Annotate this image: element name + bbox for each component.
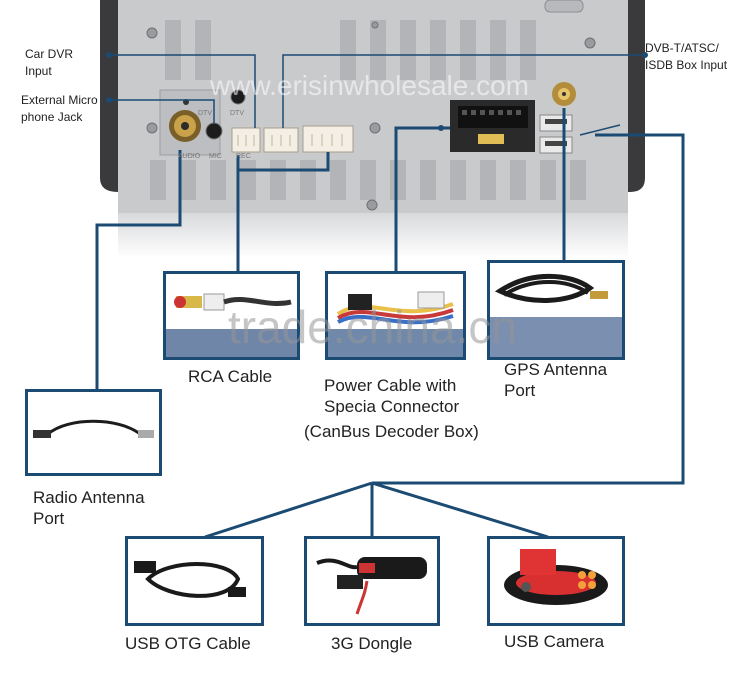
gps-antenna-box [487,260,625,360]
panel-ribs [150,20,586,200]
panel-label-dtv2: DTV [230,110,244,117]
panel-label-mic: MIC [209,153,222,160]
caption-usb-otg: USB OTG Cable [125,634,251,653]
power-cable-image [328,291,463,357]
panel-label-dtv1: DTV [198,110,212,117]
site-watermark: www.erisinwholesale.com [210,70,530,101]
radio-antenna-image [33,419,154,438]
power-connector [450,100,535,152]
caption-usb-camera: USB Camera [504,632,605,651]
callout-dvbt-2: ISDB Box Input [645,58,728,72]
gps-antenna-image [490,273,622,357]
3g-dongle-image [316,557,427,615]
mic-jack [205,122,223,140]
caption-gps-2: Port [504,381,536,400]
usb-otg-box [125,536,264,626]
caption-power-1: Power Cable with [324,376,457,395]
caption-radio-1: Radio Antenna [33,488,145,507]
callout-mic: External Micro [21,93,98,107]
callout-car-dvr: Car DVR [25,47,74,61]
radio-antenna-jack [159,89,221,156]
leader-lines [109,54,645,136]
usb-otg-image [134,561,246,598]
callout-mic-2: phone Jack [21,110,83,124]
white-connectors [231,125,354,153]
usb-camera-box [487,536,625,626]
3g-dongle-box [304,536,440,626]
panel-label-audio: AUDIO [178,153,201,160]
panel-label-rec: REC [236,153,251,160]
caption-power-3: (CanBus Decoder Box) [304,422,479,441]
connector-lines [95,108,685,539]
caption-3g-dongle: 3G Dongle [331,634,413,653]
leader-dots [106,52,648,131]
power-cable-box [325,271,466,360]
radio-antenna-box [25,389,162,476]
rca-cable-image [166,293,297,357]
caption-radio-2: Port [33,509,65,528]
rca-cable-box [163,271,300,360]
caption-rca: RCA Cable [188,367,273,386]
dtv-jack [230,89,246,105]
top-clip [544,0,584,13]
usb-camera-image [504,549,608,605]
panel-reflection [118,213,628,258]
trade-watermark: trade.china.cn [228,301,517,353]
caption-gps-1: GPS Antenna [504,360,608,379]
gps-connector [552,82,576,106]
caption-power-2: Specia Connector [324,397,460,416]
callout-dvbt: DVB-T/ATSC/ [645,41,719,55]
callout-car-dvr-2: Input [25,64,52,78]
